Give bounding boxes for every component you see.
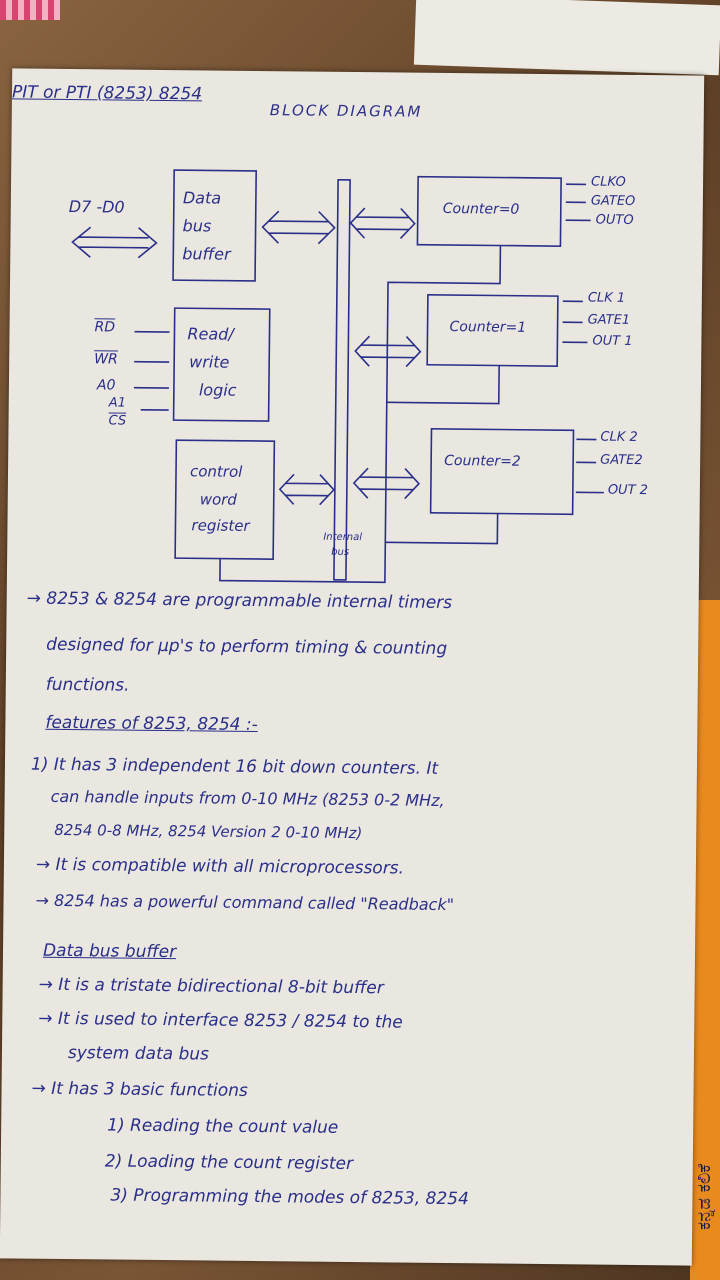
dbb-line-7: 3) Programming the modes of 8253, 8254 (110, 1185, 469, 1210)
counter1-label: Counter=1 (449, 319, 527, 336)
control-word-line2: word (199, 490, 237, 509)
counter0-clk: CLKO (591, 174, 626, 190)
dbb-line-5: 1) Reading the count value (107, 1115, 339, 1138)
dbb-heading: Data bus buffer (42, 940, 177, 963)
pink-cloth (0, 0, 60, 20)
rw-input-cs: CS (108, 413, 127, 429)
data-bus-buffer-line3: buffer (182, 244, 231, 264)
features-line-4: → It is compatible with all microprocess… (35, 854, 405, 879)
counter2-out: OUT 2 (607, 482, 649, 499)
rw-input-a0: A0 (96, 377, 116, 394)
rw-input-wr: WR (94, 351, 118, 368)
features-line-5: → 8254 has a powerful command called "Re… (35, 890, 455, 915)
dbb-line-6: 2) Loading the count register (104, 1151, 354, 1175)
counter1-gate: GATE1 (587, 312, 631, 328)
internal-bus-line2: bus (331, 546, 350, 558)
intro-line-1: → 8253 & 8254 are programmable internal … (26, 588, 453, 614)
counter0-label: Counter=0 (442, 200, 520, 218)
internal-bus-line1: Internal (323, 531, 363, 544)
dbb-line-2: → It is used to interface 8253 / 8254 to… (38, 1008, 403, 1033)
control-word-line1: control (189, 462, 243, 481)
block-diagram-lines (71, 169, 604, 584)
data-bus-buffer-line2: bus (182, 216, 212, 236)
book-side-text: ಕನ್ನಡ ಕಲಿಕೆ (694, 1163, 715, 1230)
background-paper (413, 0, 720, 76)
rw-input-a1: A1 (108, 395, 127, 411)
counter1-clk: CLK 1 (587, 290, 626, 306)
notebook-page: PIT or PTI (8253) 8254 BLOCK DIAGRAM (0, 68, 705, 1266)
counter0-out: OUTO (595, 212, 634, 228)
counter2-clk: CLK 2 (600, 429, 638, 445)
features-line-3: 8254 0-8 MHz, 8254 Version 2 0-10 MHz) (54, 820, 363, 843)
rw-logic-line2: write (189, 352, 230, 372)
features-heading: features of 8253, 8254 :- (45, 712, 258, 736)
rw-logic-line1: Read/ (187, 324, 234, 344)
features-line-2: can handle inputs from 0-10 MHz (8253 0-… (50, 786, 445, 810)
dbb-line-4: → It has 3 basic functions (31, 1078, 248, 1101)
counter2-label: Counter=2 (444, 452, 521, 470)
rw-logic-line3: logic (198, 380, 237, 400)
intro-line-3: functions. (45, 674, 130, 696)
counter2-gate: GATE2 (600, 452, 643, 469)
counter1-out: OUT 1 (592, 333, 633, 349)
dbb-line-1: → It is a tristate bidirectional 8-bit b… (38, 974, 384, 999)
rw-input-rd: RD (94, 319, 116, 336)
features-line-1: 1) It has 3 independent 16 bit down coun… (30, 754, 439, 779)
control-word-line3: register (191, 516, 250, 535)
data-lines-label: D7 -D0 (68, 197, 125, 217)
counter0-gate: GATEO (590, 193, 636, 209)
intro-line-2: designed for μp's to perform timing & co… (46, 634, 448, 659)
dbb-line-3: system data bus (67, 1043, 210, 1065)
data-bus-buffer-line1: Data (182, 188, 222, 208)
